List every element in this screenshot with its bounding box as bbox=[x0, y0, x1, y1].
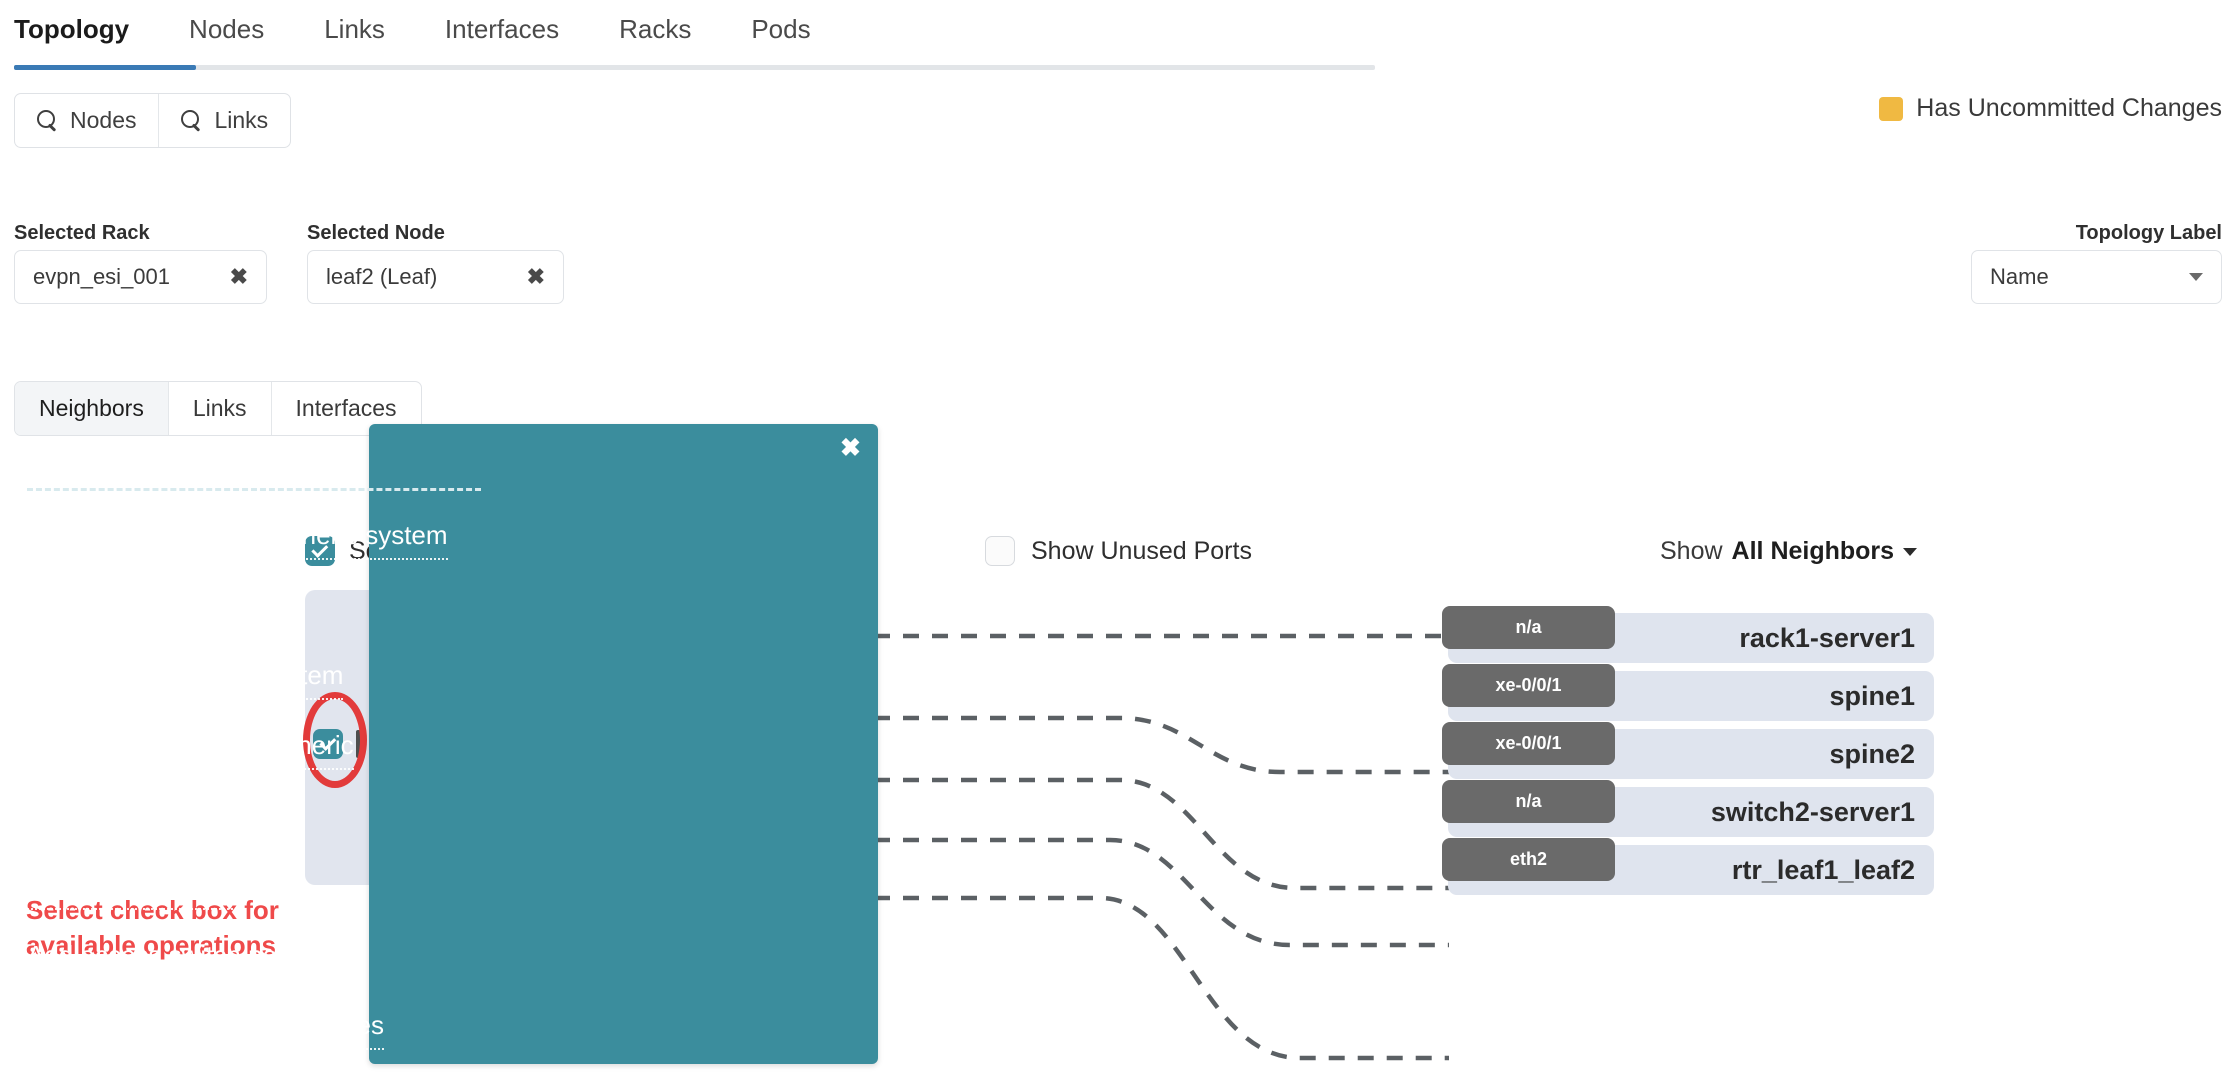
neighbor-port-chip: eth2 bbox=[1442, 838, 1615, 881]
show-unused-ports-checkbox[interactable] bbox=[985, 536, 1015, 566]
search-button-group[interactable]: Nodes Links bbox=[14, 93, 292, 148]
neighbor-port-chip: n/a bbox=[1442, 606, 1615, 649]
topology-label-value: Name bbox=[1990, 264, 2049, 289]
neighbor-row[interactable]: eth2 rtr_leaf1_leaf2 bbox=[1442, 838, 1934, 895]
neighbor-name: rack1-server1 bbox=[1739, 622, 1915, 653]
show-unused-ports-control[interactable]: Show Unused Ports bbox=[985, 536, 1252, 566]
close-icon[interactable]: ✖ bbox=[840, 434, 861, 462]
topology-link-lines bbox=[874, 633, 1449, 1061]
tab-pods[interactable]: Pods bbox=[751, 14, 811, 44]
context-menu-divider bbox=[27, 488, 481, 491]
clear-rack-icon[interactable]: ✖ bbox=[229, 264, 248, 289]
tab-links[interactable]: Links bbox=[324, 14, 385, 44]
secondary-tab-bar[interactable]: Neighbors Links Interfaces bbox=[14, 381, 422, 436]
tab-topology[interactable]: Topology bbox=[14, 14, 130, 44]
uncommitted-swatch-icon bbox=[1879, 96, 1904, 121]
neighbor-name: spine2 bbox=[1829, 738, 1915, 769]
neighbor-row[interactable]: xe-0/0/1 spine1 bbox=[1442, 664, 1934, 721]
search-nodes-label: Nodes bbox=[70, 107, 137, 133]
chevron-down-icon[interactable] bbox=[2189, 273, 2203, 281]
selected-node-value: leaf2 (Leaf) bbox=[326, 264, 438, 289]
topology-label-dropdown[interactable]: Name bbox=[1971, 250, 2222, 304]
topology-label-label: Topology Label bbox=[2075, 222, 2222, 244]
selected-node-field[interactable]: leaf2 (Leaf) ✖ bbox=[307, 250, 564, 304]
context-menu-title: leaf2 bbox=[28, 449, 74, 472]
tab-bar-rule bbox=[14, 65, 1375, 70]
selected-rack-value: evpn_esi_001 bbox=[33, 264, 171, 289]
menu-item-manage-connectivity-templates[interactable]: Manage connectivity templates bbox=[27, 1000, 384, 1050]
show-unused-ports-label: Show Unused Ports bbox=[1031, 536, 1252, 565]
node-context-menu[interactable]: ✖ bbox=[369, 424, 878, 1064]
menu-item-add-leaf-peer-links[interactable]: Add leaf peer links bbox=[27, 790, 241, 840]
neighbor-name: rtr_leaf1_leaf2 bbox=[1731, 854, 1915, 885]
subtab-links[interactable]: Links bbox=[167, 382, 271, 435]
search-links-button[interactable]: Links bbox=[158, 94, 290, 147]
annotation-callout-text: Select check box for available operation… bbox=[26, 895, 279, 960]
neighbor-port-chip: n/a bbox=[1442, 780, 1615, 823]
show-neighbors-value: All Neighbors bbox=[1731, 537, 1895, 565]
menu-item-update-node-tags[interactable]: Update node tags bbox=[27, 1070, 232, 1080]
tab-racks[interactable]: Racks bbox=[619, 14, 692, 44]
select-all-checkbox[interactable] bbox=[305, 536, 335, 566]
selected-rack-field[interactable]: evpn_esi_001 ✖ bbox=[14, 250, 267, 304]
menu-item-add-links-to-generic-system[interactable]: Add links to generic system bbox=[27, 650, 344, 700]
menu-item-add-internal-external-generic-system[interactable]: Add internal/external generic system bbox=[27, 510, 448, 560]
uncommitted-changes-legend: Has Uncommitted Changes bbox=[1879, 94, 2222, 123]
tab-interfaces[interactable]: Interfaces bbox=[444, 14, 560, 44]
uncommitted-changes-label: Has Uncommitted Changes bbox=[1916, 94, 2222, 122]
search-links-label: Links bbox=[214, 107, 269, 133]
menu-item-add-links-to-external-generic[interactable]: Add links to external generic bbox=[27, 720, 354, 770]
neighbor-name: spine1 bbox=[1829, 680, 1915, 711]
subtab-interfaces[interactable]: Interfaces bbox=[270, 382, 421, 435]
search-icon bbox=[181, 110, 202, 131]
search-nodes-button[interactable]: Nodes bbox=[15, 94, 158, 147]
context-menu-items: Add internal/external generic system Cop… bbox=[27, 510, 2218, 1080]
search-icon bbox=[37, 110, 58, 131]
chevron-down-icon[interactable] bbox=[1903, 547, 1918, 556]
neighbor-row[interactable]: xe-0/0/1 spine2 bbox=[1442, 722, 1934, 779]
subtab-neighbors[interactable]: Neighbors bbox=[15, 382, 168, 435]
show-neighbors-prefix: Show bbox=[1660, 537, 1723, 565]
annotation-ellipse bbox=[303, 692, 367, 788]
show-neighbors-dropdown[interactable]: Show All Neighbors bbox=[1660, 537, 1918, 566]
primary-tab-bar[interactable]: Topology Nodes Links Interfaces Racks Po… bbox=[0, 0, 1375, 68]
topology-controls-row: Select All Show Unused Ports Show All Ne… bbox=[0, 536, 2236, 580]
tab-active-indicator bbox=[14, 65, 196, 70]
neighbor-row[interactable]: n/a switch2-server1 bbox=[1442, 780, 1934, 837]
menu-item-copy-existing-generic[interactable]: Copy existing generic bbox=[27, 580, 276, 630]
neighbor-port-chip: xe-0/0/1 bbox=[1442, 722, 1615, 765]
tab-nodes[interactable]: Nodes bbox=[189, 14, 265, 44]
selected-rack-label: Selected Rack bbox=[14, 222, 150, 244]
clear-node-icon[interactable]: ✖ bbox=[526, 264, 545, 289]
selected-node-label: Selected Node bbox=[307, 222, 445, 244]
menu-item-add-access-switch-pair[interactable]: Add access switch pair bbox=[27, 930, 292, 980]
neighbor-row[interactable]: n/a rack1-server1 bbox=[1442, 606, 1934, 663]
neighbor-name: switch2-server1 bbox=[1710, 796, 1915, 827]
neighbor-port-chip: xe-0/0/1 bbox=[1442, 664, 1615, 707]
menu-item-add-access-switch[interactable]: Add access switch bbox=[27, 860, 241, 910]
